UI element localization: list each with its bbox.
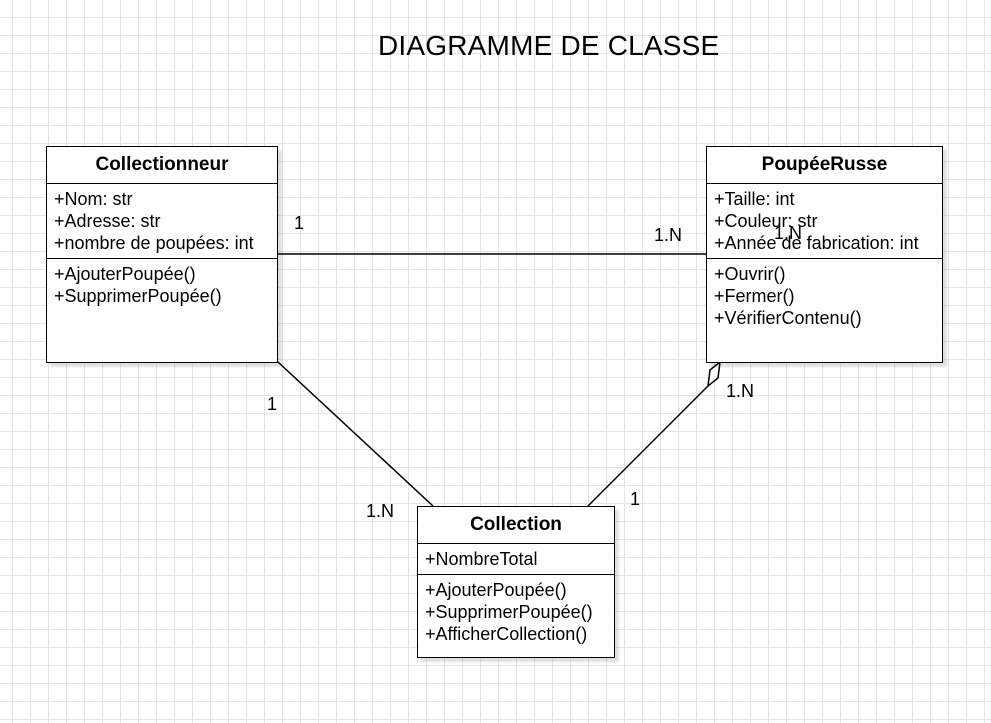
method: +VérifierContenu()	[714, 308, 862, 328]
attribute: +nombre de poupées: int	[54, 233, 254, 253]
method: +Ouvrir()	[714, 264, 786, 284]
attribute: +Taille: int	[714, 189, 795, 209]
method: +SupprimerPoupée()	[54, 286, 222, 306]
class-collection[interactable]: Collection +NombreTotal +AjouterPoupée()…	[417, 506, 615, 658]
class-name: Collectionneur	[47, 147, 277, 184]
attributes-section: +Taille: int +Couleur: str +Année de fab…	[707, 184, 942, 259]
multiplicity-label: 1.N	[654, 225, 683, 245]
attributes-section: +Nom: str +Adresse: str +nombre de poupé…	[47, 184, 277, 259]
attribute: +Adresse: str	[54, 211, 161, 231]
method: +SupprimerPoupée()	[425, 602, 593, 622]
methods-section: +AjouterPoupée() +SupprimerPoupée()	[47, 259, 277, 311]
class-name: Collection	[418, 507, 614, 544]
attribute: +Couleur: str	[714, 211, 818, 231]
multiplicity-label: 1.N	[366, 501, 395, 521]
method: +Fermer()	[714, 286, 795, 306]
class-collectionneur[interactable]: Collectionneur +Nom: str +Adresse: str +…	[46, 146, 278, 363]
method: +AjouterPoupée()	[54, 264, 196, 284]
method: +AfficherCollection()	[425, 624, 588, 644]
attributes-section: +NombreTotal	[418, 544, 614, 575]
class-name: PoupéeRusse	[707, 147, 942, 184]
multiplicity-label: 1.N	[774, 223, 803, 243]
method: +AjouterPoupée()	[425, 580, 567, 600]
attribute: +Année de fabrication: int	[714, 233, 919, 253]
attribute: +NombreTotal	[425, 549, 538, 569]
aggregation-diamond-icon	[707, 360, 721, 388]
class-poupee-russe[interactable]: PoupéeRusse +Taille: int +Couleur: str +…	[706, 146, 943, 363]
multiplicity-label: 1	[294, 213, 305, 233]
attribute: +Nom: str	[54, 189, 133, 209]
multiplicity-label: 1	[267, 394, 278, 414]
association-line-collectionneur-collection	[277, 361, 434, 507]
diagram-title: DIAGRAMME DE CLASSE	[378, 30, 720, 61]
methods-section: +AjouterPoupée() +SupprimerPoupée() +Aff…	[418, 575, 614, 649]
aggregation-line-collection-poupeerusse	[587, 385, 709, 507]
methods-section: +Ouvrir() +Fermer() +VérifierContenu()	[707, 259, 942, 333]
multiplicity-label: 1	[630, 489, 641, 509]
multiplicity-label: 1.N	[726, 381, 755, 401]
